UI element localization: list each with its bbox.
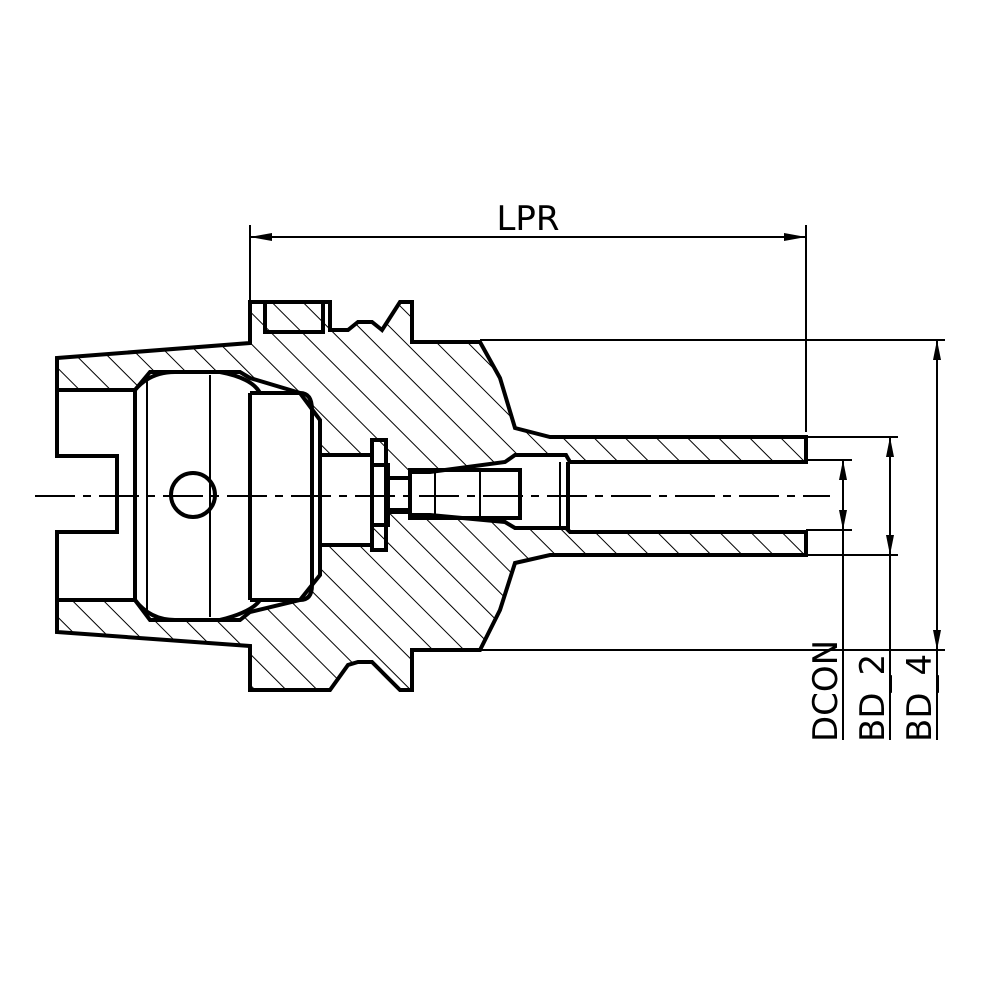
- dim-label-bd4: BD_4: [900, 654, 940, 742]
- dimension-lines: [249, 225, 945, 740]
- lower-section: [55, 508, 808, 692]
- dim-label-dcon: DCON: [806, 640, 846, 742]
- dim-label-lpr: LPR: [496, 199, 559, 239]
- upper-section: [55, 300, 808, 480]
- dim-label-bd2: BD_2: [853, 654, 893, 742]
